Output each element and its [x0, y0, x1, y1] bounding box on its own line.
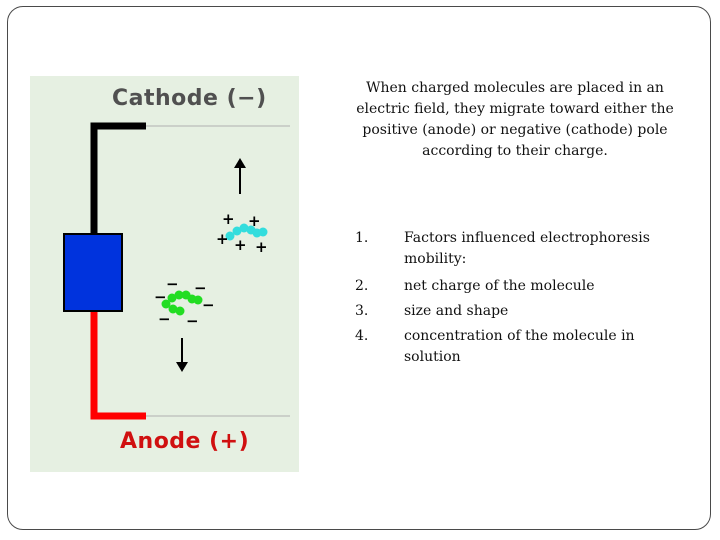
electrophoresis-diagram: Cathode (−) Anode (+) + + + + + − − − − … [30, 76, 299, 472]
list-number: 2. [355, 278, 369, 294]
plus-charge: + [216, 230, 229, 248]
minus-charge: − [154, 288, 167, 306]
plus-charge: + [255, 238, 268, 256]
plus-charge: + [234, 236, 247, 254]
list-text: net charge of the molecule [404, 278, 595, 294]
list-number: 3. [355, 303, 369, 319]
plus-charge: + [248, 212, 261, 230]
list-text: size and shape [404, 303, 509, 319]
list-number: 1. [355, 230, 369, 246]
arrow-up-icon [234, 158, 246, 194]
list-text: Factors influenced electrophoresis mobil… [404, 230, 650, 267]
positive-molecule [225, 223, 268, 241]
list-item: 3. size and shape [355, 301, 675, 322]
power-supply-block [63, 233, 123, 312]
factors-list: 1. Factors influenced electrophoresis mo… [355, 228, 675, 368]
list-item: 4. concentration of the molecule in solu… [355, 326, 675, 368]
plus-charge: + [222, 210, 235, 228]
minus-charge: − [166, 275, 179, 293]
cathode-label: Cathode (−) [112, 86, 267, 111]
intro-paragraph: When charged molecules are placed in an … [356, 80, 674, 159]
negative-molecule [161, 290, 203, 316]
minus-charge: − [202, 296, 215, 314]
cathode-wire [90, 122, 146, 234]
list-number: 4. [355, 328, 369, 344]
minus-charge: − [186, 312, 199, 330]
list-item: 2. net charge of the molecule [355, 249, 675, 297]
anode-wire [90, 311, 146, 420]
list-text: concentration of the molecule in solutio… [404, 328, 635, 365]
list-item: 1. Factors influenced electrophoresis mo… [355, 228, 675, 270]
arrow-down-icon [176, 338, 188, 372]
anode-label: Anode (+) [120, 429, 250, 454]
minus-charge: − [194, 279, 207, 297]
minus-charge: − [158, 310, 171, 328]
diagram-graphics [63, 122, 290, 420]
